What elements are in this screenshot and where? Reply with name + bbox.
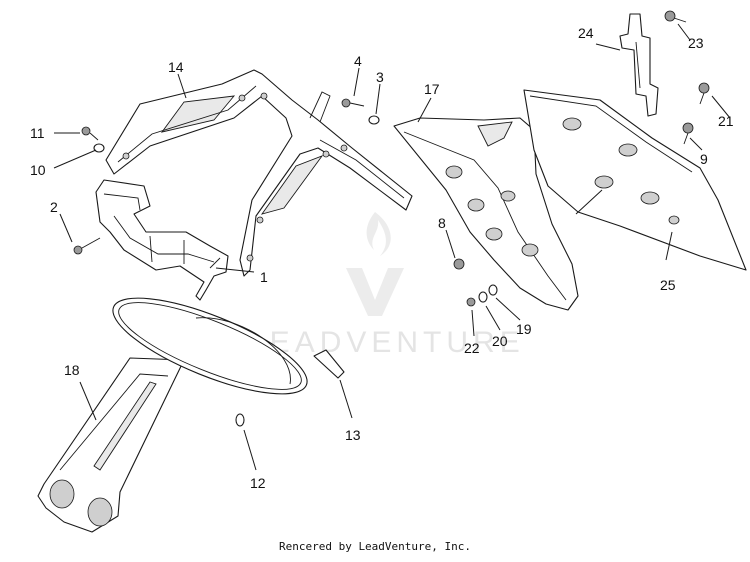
- callout-12: 12: [250, 475, 266, 491]
- part-11-bolt: [81, 126, 99, 141]
- part-18-stay: [37, 357, 185, 533]
- part-9-bolt: [682, 122, 694, 145]
- callout-9: 9: [700, 151, 708, 167]
- part-19-washer: [488, 284, 498, 296]
- part-10-washer: [93, 143, 105, 153]
- flame-icon: [366, 212, 391, 256]
- part-22-nut: [466, 297, 476, 307]
- callouts: 14 11 10 2 4 3 17 8 24 23 21 9 25 1 18 1…: [30, 25, 734, 491]
- callout-24: 24: [578, 25, 594, 41]
- part-13-reflector: [313, 349, 345, 379]
- callout-19: 19: [516, 321, 532, 337]
- bolt-hardware: [73, 10, 710, 307]
- callout-3: 3: [376, 69, 384, 85]
- part-2-screw: [73, 237, 101, 255]
- callout-20: 20: [492, 333, 508, 349]
- callout-1: 1: [260, 269, 268, 285]
- watermark: LEADVENTURE: [248, 212, 525, 359]
- leadventure-logo-icon: [346, 268, 404, 316]
- part-20-washer: [478, 291, 488, 303]
- callout-25: 25: [660, 277, 676, 293]
- callout-11: 11: [30, 125, 45, 141]
- callout-8: 8: [438, 215, 446, 231]
- part-1-holder: [95, 179, 229, 301]
- part-24-plate-stay: [619, 13, 659, 117]
- part-12-washer: [235, 413, 245, 427]
- part-21-bolt: [698, 82, 710, 105]
- part-25-license-plate: [523, 89, 747, 271]
- callout-18: 18: [64, 362, 80, 378]
- callout-17: 17: [424, 81, 440, 97]
- part-4-bolt: [341, 98, 365, 108]
- callout-22: 22: [464, 340, 480, 356]
- leader-lines: [53, 23, 731, 471]
- credit-text: Rencered by LeadVenture, Inc.: [278, 540, 472, 553]
- part-lamp: [112, 297, 308, 395]
- part-8-nut: [453, 258, 465, 270]
- part-17-plate-bracket: [393, 117, 579, 311]
- callout-4: 4: [354, 53, 362, 69]
- callout-10: 10: [30, 162, 46, 178]
- callout-13: 13: [345, 427, 361, 443]
- part-3-washer: [368, 115, 380, 125]
- callout-14: 14: [168, 59, 184, 75]
- part-23-bolt: [664, 10, 687, 23]
- watermark-text: LEADVENTURE: [248, 326, 525, 359]
- callout-23: 23: [688, 35, 704, 51]
- callout-21: 21: [718, 113, 734, 129]
- callout-2: 2: [50, 199, 58, 215]
- part-14-bracket: [105, 69, 413, 277]
